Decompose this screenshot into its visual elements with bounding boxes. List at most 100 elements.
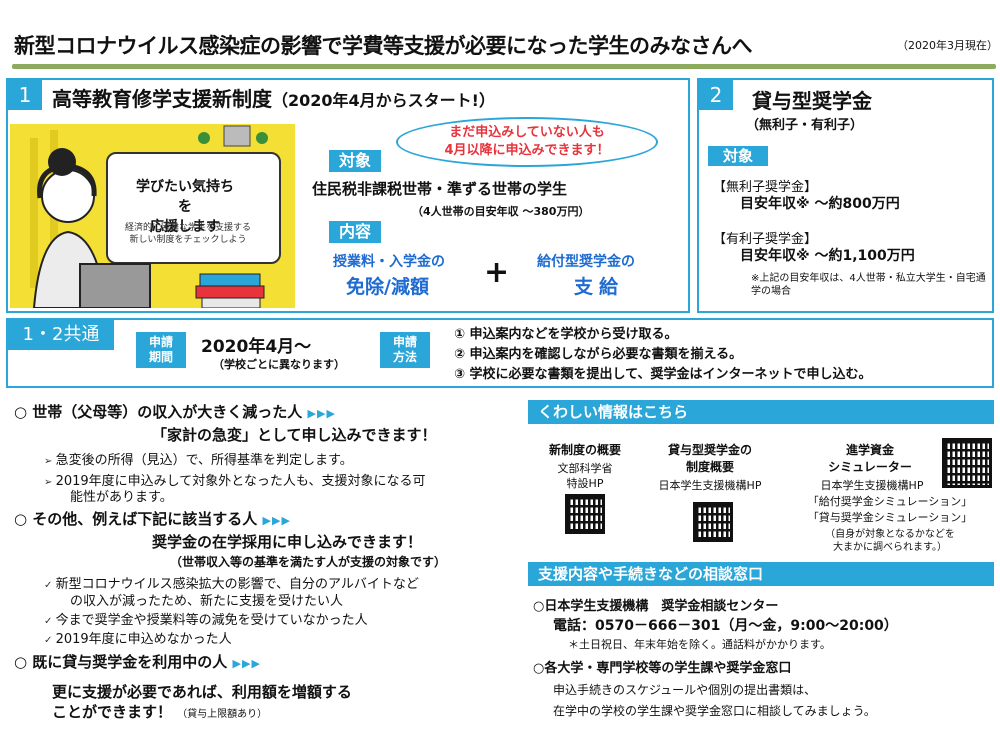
income-footnote: ※上記の目安年収は、4人世帯・私立大学生・自宅通学の場合 [751,273,986,297]
info-col1-text1: 文部科学省 [557,462,613,475]
student-figure-icon [32,125,268,308]
target-income-note: （4人世帯の目安年収 ～380万円） [412,205,590,218]
target-tag: 対象 [329,150,381,172]
list-item-text: 2019年度に申込めなかった人 [55,632,232,647]
list-item: ✓ 新型コロナウイルス感染拡大の影響で、自分のアルバイトなど [44,573,419,592]
info-col2-heading1: 貸与型奨学金の [667,443,752,457]
benefit-grant-value: 支給 [574,276,625,298]
illustration-line1: 学びたい気持ちを [136,179,234,215]
method-step: ② 申込案内を確認しながら必要な書類を揃える。 [454,347,743,362]
callout-line1: まだ申込みしていない人も [449,125,605,140]
info-col2-text: 日本学生支援機構HP [658,479,762,492]
callout-line2: 4月以降に申込みできます！ [444,143,610,158]
section-other-title: ○ その他、例えば下記に該当する人 [14,510,258,528]
check-icon: ✓ [44,580,56,591]
section-existing-user-title: ○ 既に貸与奨学金を利用中の人 [14,653,228,671]
method-tag: 申請 方法 [380,332,430,368]
arrow-icon: ▶▶▶ [232,657,261,670]
school-office-text1: 申込手続きのスケジュールや個別の提出書類は、 [553,683,817,697]
interest-bearing-income: 目安年収※ ～約1,100万円 [740,248,915,264]
income-criteria-note: （世帯収入等の基準を満たす人が支援の対象です） [170,555,447,569]
family-emergency-callout: 「家計の急変」として申し込みできます！ [152,426,437,444]
increase-amount-text: ことができます！ [52,703,173,721]
method-tag-line2: 方法 [392,350,417,364]
qr-code-icon[interactable] [693,502,733,542]
increase-amount-callout-line1: 更に支援が必要であれば、利用額を増額する [52,683,352,701]
plus-icon: + [484,255,510,290]
message-board [106,152,281,264]
jasso-phone: 電話：0570－666－301（月～金，9:00～20:00） [553,618,898,634]
info-col3-heading1: 進学資金 [845,443,894,457]
panel-number-2: 2 [699,80,733,110]
qr-code-icon[interactable] [942,438,992,488]
list-item-text: 急変後の所得（見込）で、所得基準を判定します。 [55,453,353,468]
illustration-small2: 新しい制度をチェックしよう [129,235,247,245]
list-item-text: 新型コロナウイルス感染拡大の影響で、自分のアルバイトなど [55,577,419,592]
list-item: ➢ 急変後の所得（見込）で、所得基準を判定します。 [44,449,353,468]
period-tag-line2: 期間 [148,350,173,364]
method-step: ③ 学校に必要な書類を提出して、奨学金はインターネットで申し込む。 [454,367,872,382]
benefit-grant-label: 給付型奨学金の [537,254,635,270]
list-item-continuation: の収入が減ったため、新たに支援を受けたい人 [70,594,344,609]
info-col3-text4: （自身が対象となるかなどを [825,529,955,540]
check-icon: ✓ [44,616,56,627]
jasso-phone-note: ＊土日祝日、年末年始を除く。通話料がかかります。 [568,638,831,651]
method-tag-line1: 申請 [392,335,417,349]
triangle-bullet-icon: ➢ [44,456,56,467]
increase-amount-callout-line2: ことができます！ （貸与上限額あり） [52,701,267,722]
list-item: ✓ 2019年度に申込めなかった人 [44,628,232,647]
student-illustration [10,124,295,308]
interest-free-label: 【無利子奨学金】 [713,180,818,195]
list-item-text: 今まで奨学金や授業料等の減免を受けていなかった人 [55,613,368,628]
page-title: 新型コロナウイルス感染症の影響で学費等支援が必要になった学生のみなさんへ [14,34,753,58]
list-item: ➢ 2019年度に申込みして対象外となった人も、支援対象になる可 [44,470,425,489]
callout-text: まだ申込みしていない人も 4月以降に申込みできます！ [412,124,642,160]
period-tag-line1: 申請 [148,335,173,349]
enrolled-application-callout: 奨学金の在学採用に申し込みできます！ [152,533,423,551]
jasso-center-heading: ○日本学生支援機構 奨学金相談センター [533,599,779,614]
common-label: 1・2共通 [8,320,114,350]
content-tag: 内容 [329,221,381,243]
panel2-title: 貸与型奨学金 [752,89,872,113]
illustration-small1: 経済的に困難な学生を支援する [124,223,251,233]
section-income-drop-heading: ○ 世帯（父母等）の収入が大きく減った人 ▶▶▶ [14,401,336,422]
interest-bearing-label: 【有利子奨学金】 [713,232,818,247]
arrow-icon: ▶▶▶ [262,514,291,527]
panel1-title: 高等教育修学支援新制度（2020年4月からスタート!） [52,83,495,112]
list-item-continuation: 能性があります。 [70,490,173,505]
school-office-text2: 在学中の学校の学生課や奨学金窓口に相談してみましょう。 [553,704,876,718]
info-col1-text2: 特設HP [566,477,604,490]
interest-free-income: 目安年収※ ～約800万円 [740,196,900,212]
section-existing-user-heading: ○ 既に貸与奨学金を利用中の人 ▶▶▶ [14,651,261,672]
info-col3-text2: 「給付奨学金シミュレーション」 [807,495,973,508]
date-stamp: （2020年3月現在） [897,39,998,52]
panel1-title-main: 高等教育修学支援新制度 [52,87,272,111]
target-description: 住民税非課税世帯・準ずる世帯の学生 [312,180,568,198]
school-office-heading: ○各大学・専門学校等の学生課や奨学金窓口 [533,661,792,676]
illustration-message: 学びたい気持ちを 応援します [130,177,240,237]
triangle-bullet-icon: ➢ [44,477,56,488]
loan-cap-note: （貸与上限額あり） [177,709,268,720]
consultation-bar: 支援内容や手続きなどの相談窓口 [528,562,994,586]
section-other-heading: ○ その他、例えば下記に該当する人 ▶▶▶ [14,508,291,529]
panel-number-1: 1 [8,80,42,110]
benefit-tuition-label: 授業料・入学金の [333,254,445,270]
callout-cloud [396,117,658,167]
target-tag: 対象 [708,146,768,166]
section-income-drop-title: ○ 世帯（父母等）の収入が大きく減った人 [14,403,303,421]
period-tag: 申請 期間 [136,332,186,368]
check-icon: ✓ [44,635,56,646]
list-item-text: 2019年度に申込みして対象外となった人も、支援対象になる可 [55,474,426,489]
qr-code-icon[interactable] [565,494,605,534]
panel-loan-scholarship [697,78,994,313]
arrow-icon: ▶▶▶ [307,407,336,420]
illustration-stripe [30,138,38,288]
info-col3-text1: 日本学生支援機構HP [820,479,924,492]
panel-common-info [6,318,994,388]
panel1-title-sub: （2020年4月からスタート!） [272,91,495,110]
header-divider [12,64,996,69]
info-col3-text3: 「貸与奨学金シミュレーション」 [807,511,973,524]
method-step: ① 申込案内などを学校から受け取る。 [454,327,678,342]
application-period: 2020年4月～ [201,337,312,357]
benefit-tuition-value: 免除/減額 [346,276,429,298]
